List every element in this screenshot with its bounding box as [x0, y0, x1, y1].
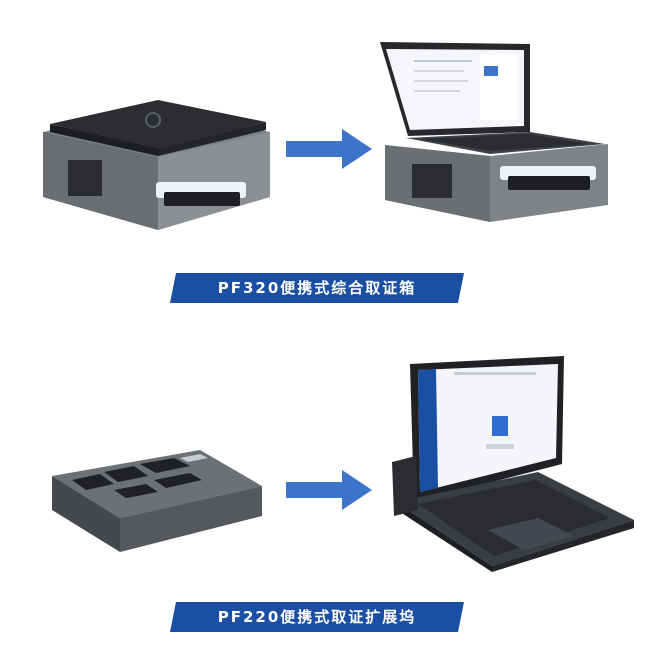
product-title-banner: PF220便携式取证扩展坞	[170, 602, 464, 632]
arrow-right-icon	[286, 129, 372, 169]
product-title-banner: PF320便携式综合取证箱	[170, 273, 464, 303]
pf320-closed-image	[43, 100, 270, 230]
product-section-pf220: PF220便携式取证扩展坞	[0, 330, 656, 663]
pf220-closed-image	[52, 450, 262, 552]
banner-shape	[170, 273, 464, 303]
arrow-right-icon	[286, 470, 372, 510]
product-title: PF220便携式取证扩展坞	[217, 608, 417, 626]
pf320-open-image	[380, 42, 608, 222]
banner-shape	[170, 602, 464, 632]
product-title: PF320便携式综合取证箱	[217, 279, 417, 297]
pf220-open-image	[392, 356, 634, 572]
product-section-pf320: PF320便携式综合取证箱	[0, 0, 656, 330]
